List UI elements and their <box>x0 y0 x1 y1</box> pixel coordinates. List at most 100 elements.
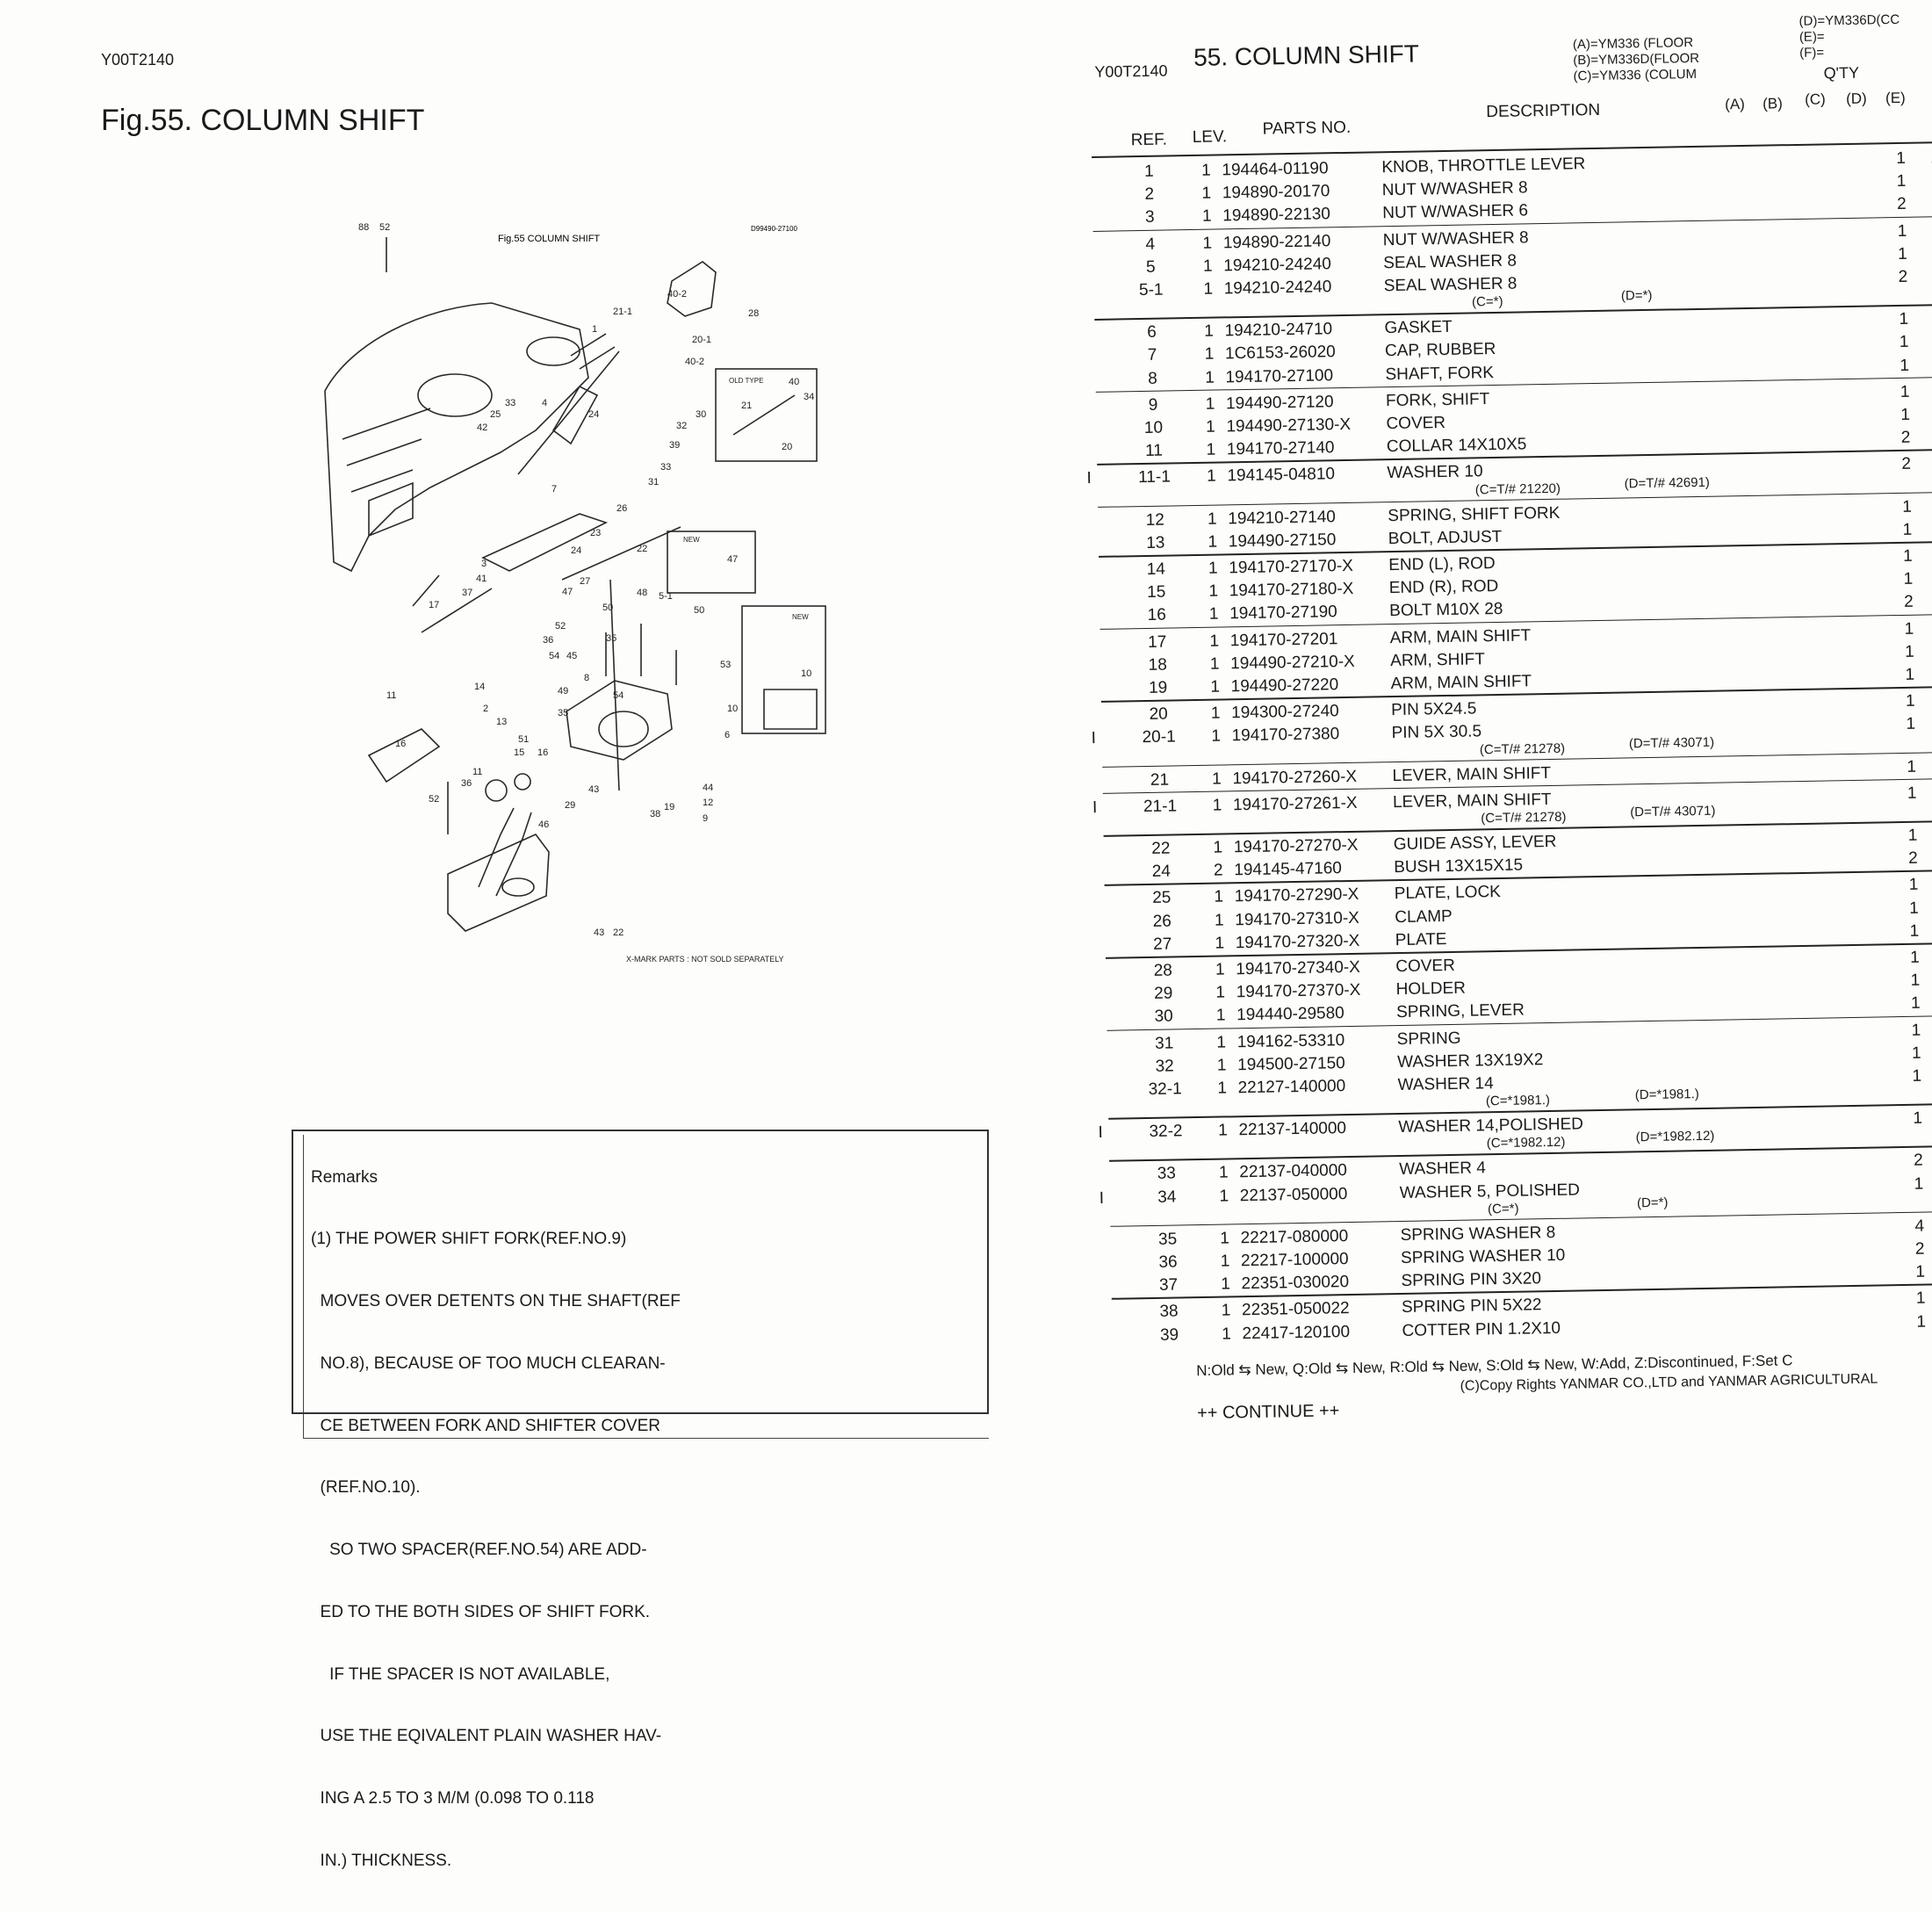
row-parts-no: 194490-27220 <box>1230 675 1338 697</box>
row-description: COVER <box>1395 956 1455 977</box>
row-lev: 1 <box>1198 704 1233 724</box>
row-lev: 1 <box>1201 888 1236 908</box>
row-parts-no: 194170-27180-X <box>1229 580 1354 601</box>
callout-22b: 22 <box>613 928 624 938</box>
model-f: (F)= <box>1799 45 1824 60</box>
row-qty-c: 1 <box>1899 310 1908 329</box>
row-description: PLATE <box>1395 930 1447 950</box>
new-label-1: NEW <box>683 536 700 544</box>
row-lev: 1 <box>1206 1164 1241 1184</box>
row-parts-no: 194890-22130 <box>1222 206 1330 227</box>
callout-9: 9 <box>703 813 708 824</box>
callout-24b: 24 <box>571 545 581 556</box>
row-description: WASHER 4 <box>1399 1159 1486 1180</box>
row-qty-c: 1 <box>1910 949 1920 968</box>
row-change-mark: I <box>1091 729 1096 748</box>
row-lev: 1 <box>1203 983 1238 1003</box>
row-lev: 1 <box>1198 727 1233 747</box>
col-lev: LEV. <box>1193 127 1228 148</box>
row-note-c: (C=*) <box>1472 294 1503 310</box>
row-ref: 9 <box>1122 395 1184 415</box>
row-qty-c: 2 <box>1908 849 1918 869</box>
callout-28: 28 <box>748 308 759 319</box>
row-description: WASHER 5, POLISHED <box>1400 1180 1581 1203</box>
callout-38: 38 <box>650 809 660 819</box>
row-lev: 1 <box>1192 368 1227 388</box>
row-parts-no: 22417-120100 <box>1242 1323 1350 1344</box>
col-description: DESCRIPTION <box>1486 101 1600 122</box>
right-page-title: 55. COLUMN SHIFT <box>1193 40 1419 71</box>
row-parts-no: 194145-04810 <box>1227 466 1335 487</box>
row-qty-c: 2 <box>1904 593 1914 612</box>
row-qty-c: 1 <box>1906 715 1915 734</box>
row-lev: 1 <box>1204 1079 1239 1099</box>
row-qty-c: 1 <box>1904 619 1914 639</box>
callout-21-1: 21-1 <box>613 307 632 317</box>
callout-48: 48 <box>637 588 647 598</box>
row-lev: 1 <box>1200 796 1235 816</box>
row-qty-c: 1 <box>1915 1263 1925 1282</box>
row-parts-no: 194890-20170 <box>1222 182 1330 203</box>
callout-16: 16 <box>537 747 548 758</box>
callout-36: 36 <box>543 635 553 646</box>
row-ref: 38 <box>1138 1302 1200 1322</box>
row-description: WASHER 13X19X2 <box>1397 1050 1544 1072</box>
row-parts-no: 194145-47160 <box>1234 859 1342 880</box>
row-parts-no: 22217-100000 <box>1241 1250 1349 1271</box>
row-note-d: (D=*) <box>1637 1195 1669 1210</box>
row-note-d: (D=*1982.12) <box>1636 1129 1715 1145</box>
row-lev: 1 <box>1196 581 1231 602</box>
row-note-d: (D=T/# 42691) <box>1625 474 1710 491</box>
callout-31: 31 <box>648 477 659 487</box>
row-qty-c: 2 <box>1915 1240 1925 1260</box>
callout-14: 14 <box>474 682 485 692</box>
row-lev: 1 <box>1208 1252 1243 1272</box>
row-qty-c: 1 <box>1900 333 1909 352</box>
callout-5-1: 5-1 <box>659 591 673 602</box>
row-parts-no: 22127-140000 <box>1237 1077 1345 1098</box>
row-ref: 27 <box>1132 935 1193 955</box>
row-note-c: (C=T/# 21220) <box>1475 480 1561 497</box>
row-qty-c: 2 <box>1901 455 1911 474</box>
row-lev: 1 <box>1208 1274 1243 1295</box>
left-page-title: Fig.55. COLUMN SHIFT <box>101 104 424 138</box>
callout-17: 17 <box>429 600 439 610</box>
model-e: (E)= <box>1799 29 1825 44</box>
row-change-mark: I <box>1086 469 1092 488</box>
row-description: CLAMP <box>1395 907 1453 928</box>
callout-16b: 16 <box>395 739 406 749</box>
row-ref: 16 <box>1126 606 1187 626</box>
row-ref: 24 <box>1130 862 1192 882</box>
row-qty-c: 1 <box>1911 1021 1921 1040</box>
row-lev: 1 <box>1204 1033 1239 1053</box>
row-description: BUSH 13X15X15 <box>1394 856 1523 878</box>
row-lev: 1 <box>1197 677 1232 697</box>
row-lev: 1 <box>1192 345 1227 365</box>
callout-11: 11 <box>386 690 396 701</box>
row-description: WASHER 10 <box>1387 463 1482 484</box>
row-ref: 15 <box>1126 582 1187 603</box>
row-lev: 1 <box>1190 256 1225 277</box>
row-ref: 30 <box>1133 1007 1194 1027</box>
remarks-line: (REF.NO.10). <box>311 1477 681 1498</box>
callout-7: 7 <box>551 484 557 494</box>
row-description: LEVER, MAIN SHIFT <box>1392 764 1551 786</box>
remarks-line: ING A 2.5 TO 3 M/M (0.098 TO 0.118 <box>311 1788 681 1809</box>
callout-53: 53 <box>720 660 731 670</box>
row-qty-c: 1 <box>1903 547 1913 567</box>
callout-46: 46 <box>538 819 549 830</box>
callout-45: 45 <box>566 651 577 661</box>
callout-40: 40 <box>789 377 799 387</box>
callout-44: 44 <box>703 783 713 793</box>
row-description: NUT W/WASHER 8 <box>1382 179 1528 201</box>
callout-47: 47 <box>727 554 738 565</box>
callout-6: 6 <box>724 730 730 740</box>
copyright: (C)Copy Rights YANMAR CO.,LTD and YANMAR… <box>1460 1372 1878 1395</box>
callout-2: 2 <box>483 704 488 714</box>
model-a: (A)=YM336 (FLOOR <box>1573 35 1693 52</box>
row-qty-c: 1 <box>1913 1109 1922 1129</box>
row-lev: 1 <box>1203 1007 1238 1027</box>
row-qty-c: 1 <box>1912 1043 1921 1063</box>
continue-marker: ++ CONTINUE ++ <box>1197 1401 1340 1424</box>
row-lev: 1 <box>1197 632 1232 652</box>
